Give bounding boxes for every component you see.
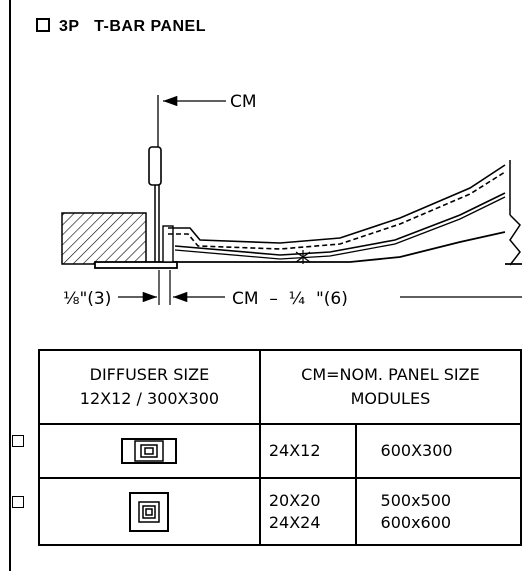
table-header-row: DIFFUSER SIZE 12X12 / 300X300 CM=NOM. PA…: [38, 349, 522, 425]
row-2-metric: 500x500 600x600: [354, 477, 522, 546]
header-diffuser-line1: DIFFUSER SIZE: [89, 365, 210, 384]
row-2-checkbox[interactable]: [12, 496, 24, 508]
drawing-frame-border: [9, 0, 11, 571]
square-diffuser-icon: [129, 491, 170, 532]
hanger-wire: [148, 146, 162, 264]
header-cm-line2: MODULES: [350, 389, 431, 408]
table-row: 20X20 24X24 500x500 600x600: [38, 477, 522, 546]
cm-leader-top: CM: [157, 92, 257, 148]
row-1-metric: 600X300: [354, 423, 522, 479]
right-edge-break: [505, 160, 522, 266]
header-cm-line1: CM=NOM. PANEL SIZE: [301, 365, 480, 384]
row-2-imperial: 20X20 24X24: [258, 477, 357, 546]
table-row: 24X12 600X300: [38, 423, 522, 479]
header-diffuser-line2: 12X12 / 300X300: [79, 389, 220, 408]
row-2-metric-1: 500x500: [380, 490, 452, 510]
size-spec-table: DIFFUSER SIZE 12X12 / 300X300 CM=NOM. PA…: [38, 349, 522, 546]
section-title: 3P T-BAR PANEL: [36, 18, 206, 36]
diffuser-panel-profile: [168, 164, 506, 264]
diffuser-icon-cell: [38, 477, 261, 546]
title-text: 3P T-BAR PANEL: [59, 18, 206, 35]
row-1-imperial: 24X12: [258, 423, 357, 479]
hatched-wall-block: [61, 212, 147, 265]
cm-label-top: CM: [230, 92, 257, 112]
header-cm-panel-size: CM=NOM. PANEL SIZE MODULES: [258, 349, 522, 425]
t-bar-flange: [94, 225, 178, 269]
diffuser-icon-cell: [38, 423, 261, 479]
dim-right-label: CM – ¼ "(6): [232, 289, 348, 309]
row-1-checkbox[interactable]: [12, 435, 24, 447]
rectangular-diffuser-icon: [121, 438, 178, 464]
title-checkbox[interactable]: [36, 18, 50, 32]
dimension-line-bottom: ⅛"(3) CM – ¼ "(6): [63, 270, 522, 309]
t-bar-panel-detail-drawing: CM ⅛"(3) CM – ¼ "(6: [61, 92, 522, 309]
row-2-metric-2: 600x600: [380, 512, 452, 532]
dim-left-label: ⅛"(3): [63, 289, 111, 309]
row-2-imperial-2: 24X24: [268, 512, 321, 532]
header-diffuser-size: DIFFUSER SIZE 12X12 / 300X300: [38, 349, 261, 425]
row-2-imperial-1: 20X20: [268, 490, 321, 510]
